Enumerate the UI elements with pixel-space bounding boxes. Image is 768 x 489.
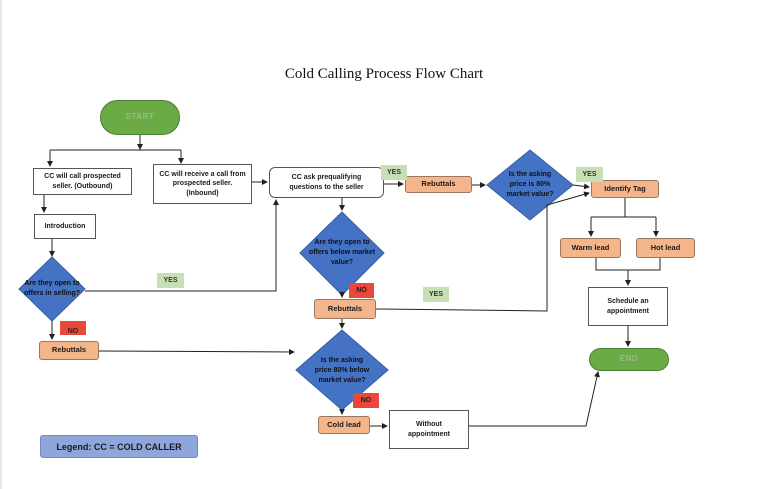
decision-open-below-market-label: Are they open to offers below market val…	[308, 238, 376, 267]
start-terminal: START	[100, 100, 180, 135]
page-edge	[0, 0, 2, 489]
warm-lead-box: Warm lead	[560, 238, 621, 258]
connector-rebuttals3-yes	[375, 191, 590, 312]
identify-tag-label: Identify Tag	[604, 183, 646, 193]
cold-lead-box: Cold lead	[318, 416, 370, 434]
identify-tag-box: Identify Tag	[591, 180, 659, 198]
connector-tag-split	[591, 198, 656, 218]
end-terminal: END	[589, 348, 669, 371]
decision-asking-price-market-label: Is the asking price is 80% market value?	[506, 170, 554, 199]
rebuttals-box-3: Rebuttals	[314, 299, 376, 319]
without-appointment-box: Without appointment	[389, 410, 469, 449]
legend-label: Legend: CC = COLD CALLER	[56, 441, 182, 452]
yes-label-3: YES	[576, 167, 603, 182]
outbound-label: CC will call prospected seller. (Outboun…	[44, 173, 121, 190]
rebuttals-box-1: Rebuttals	[39, 341, 99, 360]
decision-asking-price-market-shape	[486, 149, 574, 221]
no-label-2: NO	[349, 283, 374, 298]
schedule-box: Schedule an appointment	[588, 287, 668, 326]
introduction-box: Introduction	[34, 214, 96, 239]
warm-lead-label: Warm lead	[571, 242, 610, 252]
end-label: END	[619, 354, 639, 364]
connector-asking-yes	[572, 183, 590, 190]
prequalify-box: CC ask prequalifying questions to the se…	[269, 167, 384, 198]
outbound-box: CC will call prospected seller. (Outboun…	[33, 168, 132, 195]
yes-label-1: YES	[157, 273, 184, 288]
no-label-3: NO	[353, 393, 379, 408]
start-label: START	[125, 112, 155, 122]
rebuttals-box-2: Rebuttals	[405, 176, 472, 193]
introduction-label: Introduction	[44, 222, 86, 230]
decision-asking-price-below-label: Is the asking price 80% below market val…	[314, 356, 370, 385]
rebuttals-3-label: Rebuttals	[327, 303, 363, 313]
prequalify-label: CC ask prequalifying questions to the se…	[289, 174, 364, 191]
hot-lead-box: Hot lead	[636, 238, 695, 258]
connector-open-yes	[85, 199, 279, 292]
hot-lead-label: Hot lead	[650, 242, 681, 252]
schedule-label: Schedule an appointment	[607, 298, 649, 315]
decision-open-to-selling: Are they open to offers in selling?	[17, 270, 87, 308]
yes-label-2: YES	[381, 165, 407, 180]
connector-rebuttals1-decision	[98, 348, 295, 355]
cold-lead-label: Cold lead	[327, 419, 361, 429]
yes-label-4: YES	[423, 287, 449, 302]
inbound-label: CC will receive a call from prospected s…	[159, 170, 246, 197]
decision-asking-price-below: Is the asking price 80% below market val…	[312, 345, 372, 397]
connector-without-end	[469, 371, 600, 427]
decision-open-below-market: Are they open to offers below market val…	[307, 233, 377, 273]
legend: Legend: CC = COLD CALLER	[40, 435, 198, 458]
without-appointment-label: Without appointment	[408, 421, 450, 438]
decision-asking-price-market: Is the asking price is 80% market value?	[500, 165, 560, 205]
rebuttals-2-label: Rebuttals	[421, 179, 456, 189]
chart-title: Cold Calling Process Flow Chart	[284, 66, 484, 82]
rebuttals-1-label: Rebuttals	[51, 345, 87, 355]
inbound-box: CC will receive a call from prospected s…	[153, 164, 252, 204]
decision-open-to-selling-label: Are they open to offers in selling?	[23, 279, 80, 297]
connector-start-split	[49, 135, 182, 166]
no-label-1: NO	[60, 321, 86, 335]
